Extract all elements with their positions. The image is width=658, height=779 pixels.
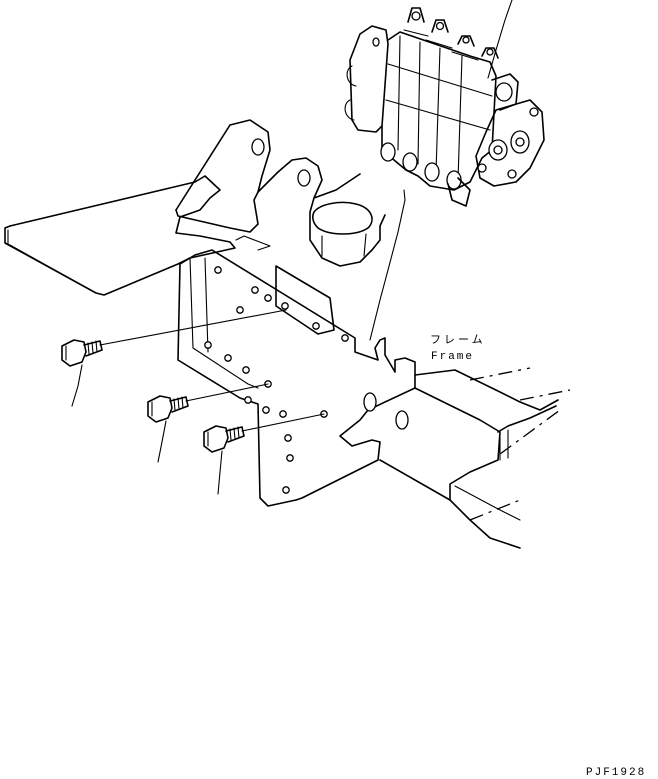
assembly-leader	[369, 189, 406, 341]
frame-label-jp: フレーム	[430, 333, 486, 346]
drawing-code: PJF1928	[586, 767, 646, 779]
callout-leader-valve	[487, 0, 513, 79]
bolt-1	[61, 309, 287, 407]
bolt-3	[203, 413, 325, 495]
frame	[379, 367, 571, 549]
bolt-2	[147, 383, 269, 463]
floor-plate	[4, 175, 236, 296]
frame-label-en: Frame	[431, 351, 474, 363]
control-valve	[344, 7, 545, 207]
mounting-plates	[177, 249, 416, 507]
mounting-bracket	[175, 119, 386, 267]
